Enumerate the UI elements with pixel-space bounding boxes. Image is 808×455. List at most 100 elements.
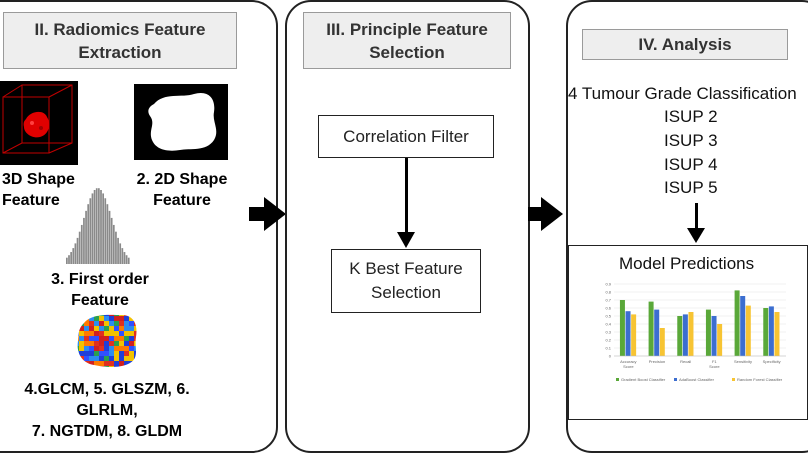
texture-cell: [104, 336, 109, 341]
texture-cell: [104, 314, 109, 316]
legend-swatch: [674, 378, 677, 381]
texture-cell: [94, 356, 99, 361]
texture-cell: [77, 351, 79, 356]
arrow-grades-to-predictions-icon: [687, 228, 705, 243]
texture-cell: [139, 336, 140, 341]
mask-2d-shape: [148, 92, 217, 151]
texture-cell: [124, 314, 129, 316]
texture-cell: [119, 326, 124, 331]
texture-cell: [109, 341, 114, 346]
texture-cell: [99, 366, 104, 367]
histogram-bar: [72, 248, 75, 264]
histogram-bar: [80, 224, 83, 264]
texture-cell: [89, 336, 94, 341]
bar-0-5: [763, 308, 769, 356]
histogram-bar: [108, 210, 111, 264]
y-tick-label: 0.4: [605, 322, 611, 327]
texture-cell: [119, 314, 124, 316]
histogram-bar: [78, 231, 81, 264]
texture-cell: [139, 316, 140, 321]
arrow-filter-to-kbest-icon: [397, 232, 415, 248]
texture-cell: [139, 366, 140, 369]
bar-1-2: [682, 314, 688, 356]
texture-cell: [119, 361, 124, 366]
k-best-selection-box: K Best Feature Selection: [331, 249, 481, 313]
texture-cell: [114, 361, 119, 366]
bar-1-5: [768, 306, 774, 356]
texture-cell: [77, 326, 79, 331]
legend-swatch: [616, 378, 619, 381]
arrow-grades-to-predictions-shaft: [695, 203, 698, 229]
texture-cell: [129, 316, 134, 321]
texture-cell: [84, 361, 89, 366]
y-tick-label: 0: [609, 354, 612, 359]
histogram-bar: [93, 189, 96, 264]
texture-cell: [84, 366, 89, 367]
histogram-bar: [121, 248, 124, 264]
grade-isup-4: ISUP 4: [664, 155, 718, 174]
texture-cell: [84, 346, 89, 351]
texture-cell: [109, 336, 114, 341]
texture-cell: [109, 361, 114, 366]
histogram-bar: [66, 257, 68, 264]
texture-cell: [79, 366, 84, 367]
arrow-extraction-to-selection-icon: [264, 197, 286, 231]
texture-cell: [99, 351, 104, 356]
texture-cell: [109, 351, 114, 356]
extraction-panel: [0, 0, 278, 453]
texture-cell: [104, 366, 109, 367]
texture-cell: [99, 341, 104, 346]
histogram-bar: [83, 217, 85, 264]
bar-2-4: [745, 305, 751, 356]
texture-cell: [109, 326, 114, 331]
texture-cell: [99, 326, 104, 331]
texture-cell: [119, 321, 124, 326]
texture-cell: [77, 366, 79, 367]
feature-texture-line-1: 4.GLCM, 5. GLSZM, 6. GLRLM,: [24, 381, 190, 419]
selection-header: III. Principle Feature Selection: [303, 12, 511, 69]
texture-cell: [79, 341, 84, 346]
texture-cell: [139, 351, 140, 356]
y-tick-label: 0.7: [605, 298, 611, 303]
texture-cell: [94, 346, 99, 351]
arrow-filter-to-kbest-shaft: [405, 158, 408, 234]
texture-cell: [129, 366, 134, 367]
texture-cell: [94, 341, 99, 346]
texture-cell: [99, 314, 104, 316]
histogram-bar: [68, 255, 70, 264]
legend-swatch: [732, 378, 735, 381]
texture-cell: [84, 316, 89, 321]
texture-cell: [94, 351, 99, 356]
texture-cell: [84, 326, 89, 331]
texture-cell: [109, 314, 114, 316]
texture-cell: [109, 346, 114, 351]
texture-cell: [109, 366, 114, 367]
histogram-bar: [123, 252, 126, 264]
texture-cell: [79, 321, 84, 326]
texture-cell: [114, 326, 119, 331]
texture-cell: [129, 341, 134, 346]
texture-cell: [104, 321, 109, 326]
histogram-image: [66, 188, 130, 264]
texture-cell: [79, 331, 84, 336]
texture-cell: [104, 346, 109, 351]
texture-cell: [104, 316, 109, 321]
histogram-bar: [112, 224, 115, 264]
texture-cell: [114, 316, 119, 321]
texture-cell: [94, 336, 99, 341]
x-tick-label: Score: [709, 364, 720, 369]
texture-map-image: [77, 314, 140, 369]
bar-2-2: [688, 312, 694, 356]
x-tick-label: Score: [623, 364, 634, 369]
histogram-bar: [125, 255, 128, 264]
texture-cell: [134, 316, 137, 321]
histogram-bar: [102, 193, 104, 264]
x-tick-label: Sensitivity: [734, 359, 752, 364]
feature-3d-label: 3D Shape Feature: [2, 171, 75, 209]
texture-cell: [89, 314, 94, 316]
x-tick-label: Accuracy: [620, 359, 636, 364]
texture-cell: [84, 331, 89, 336]
texture-cell: [114, 351, 119, 356]
texture-cell: [114, 341, 119, 346]
texture-cell: [114, 366, 119, 367]
